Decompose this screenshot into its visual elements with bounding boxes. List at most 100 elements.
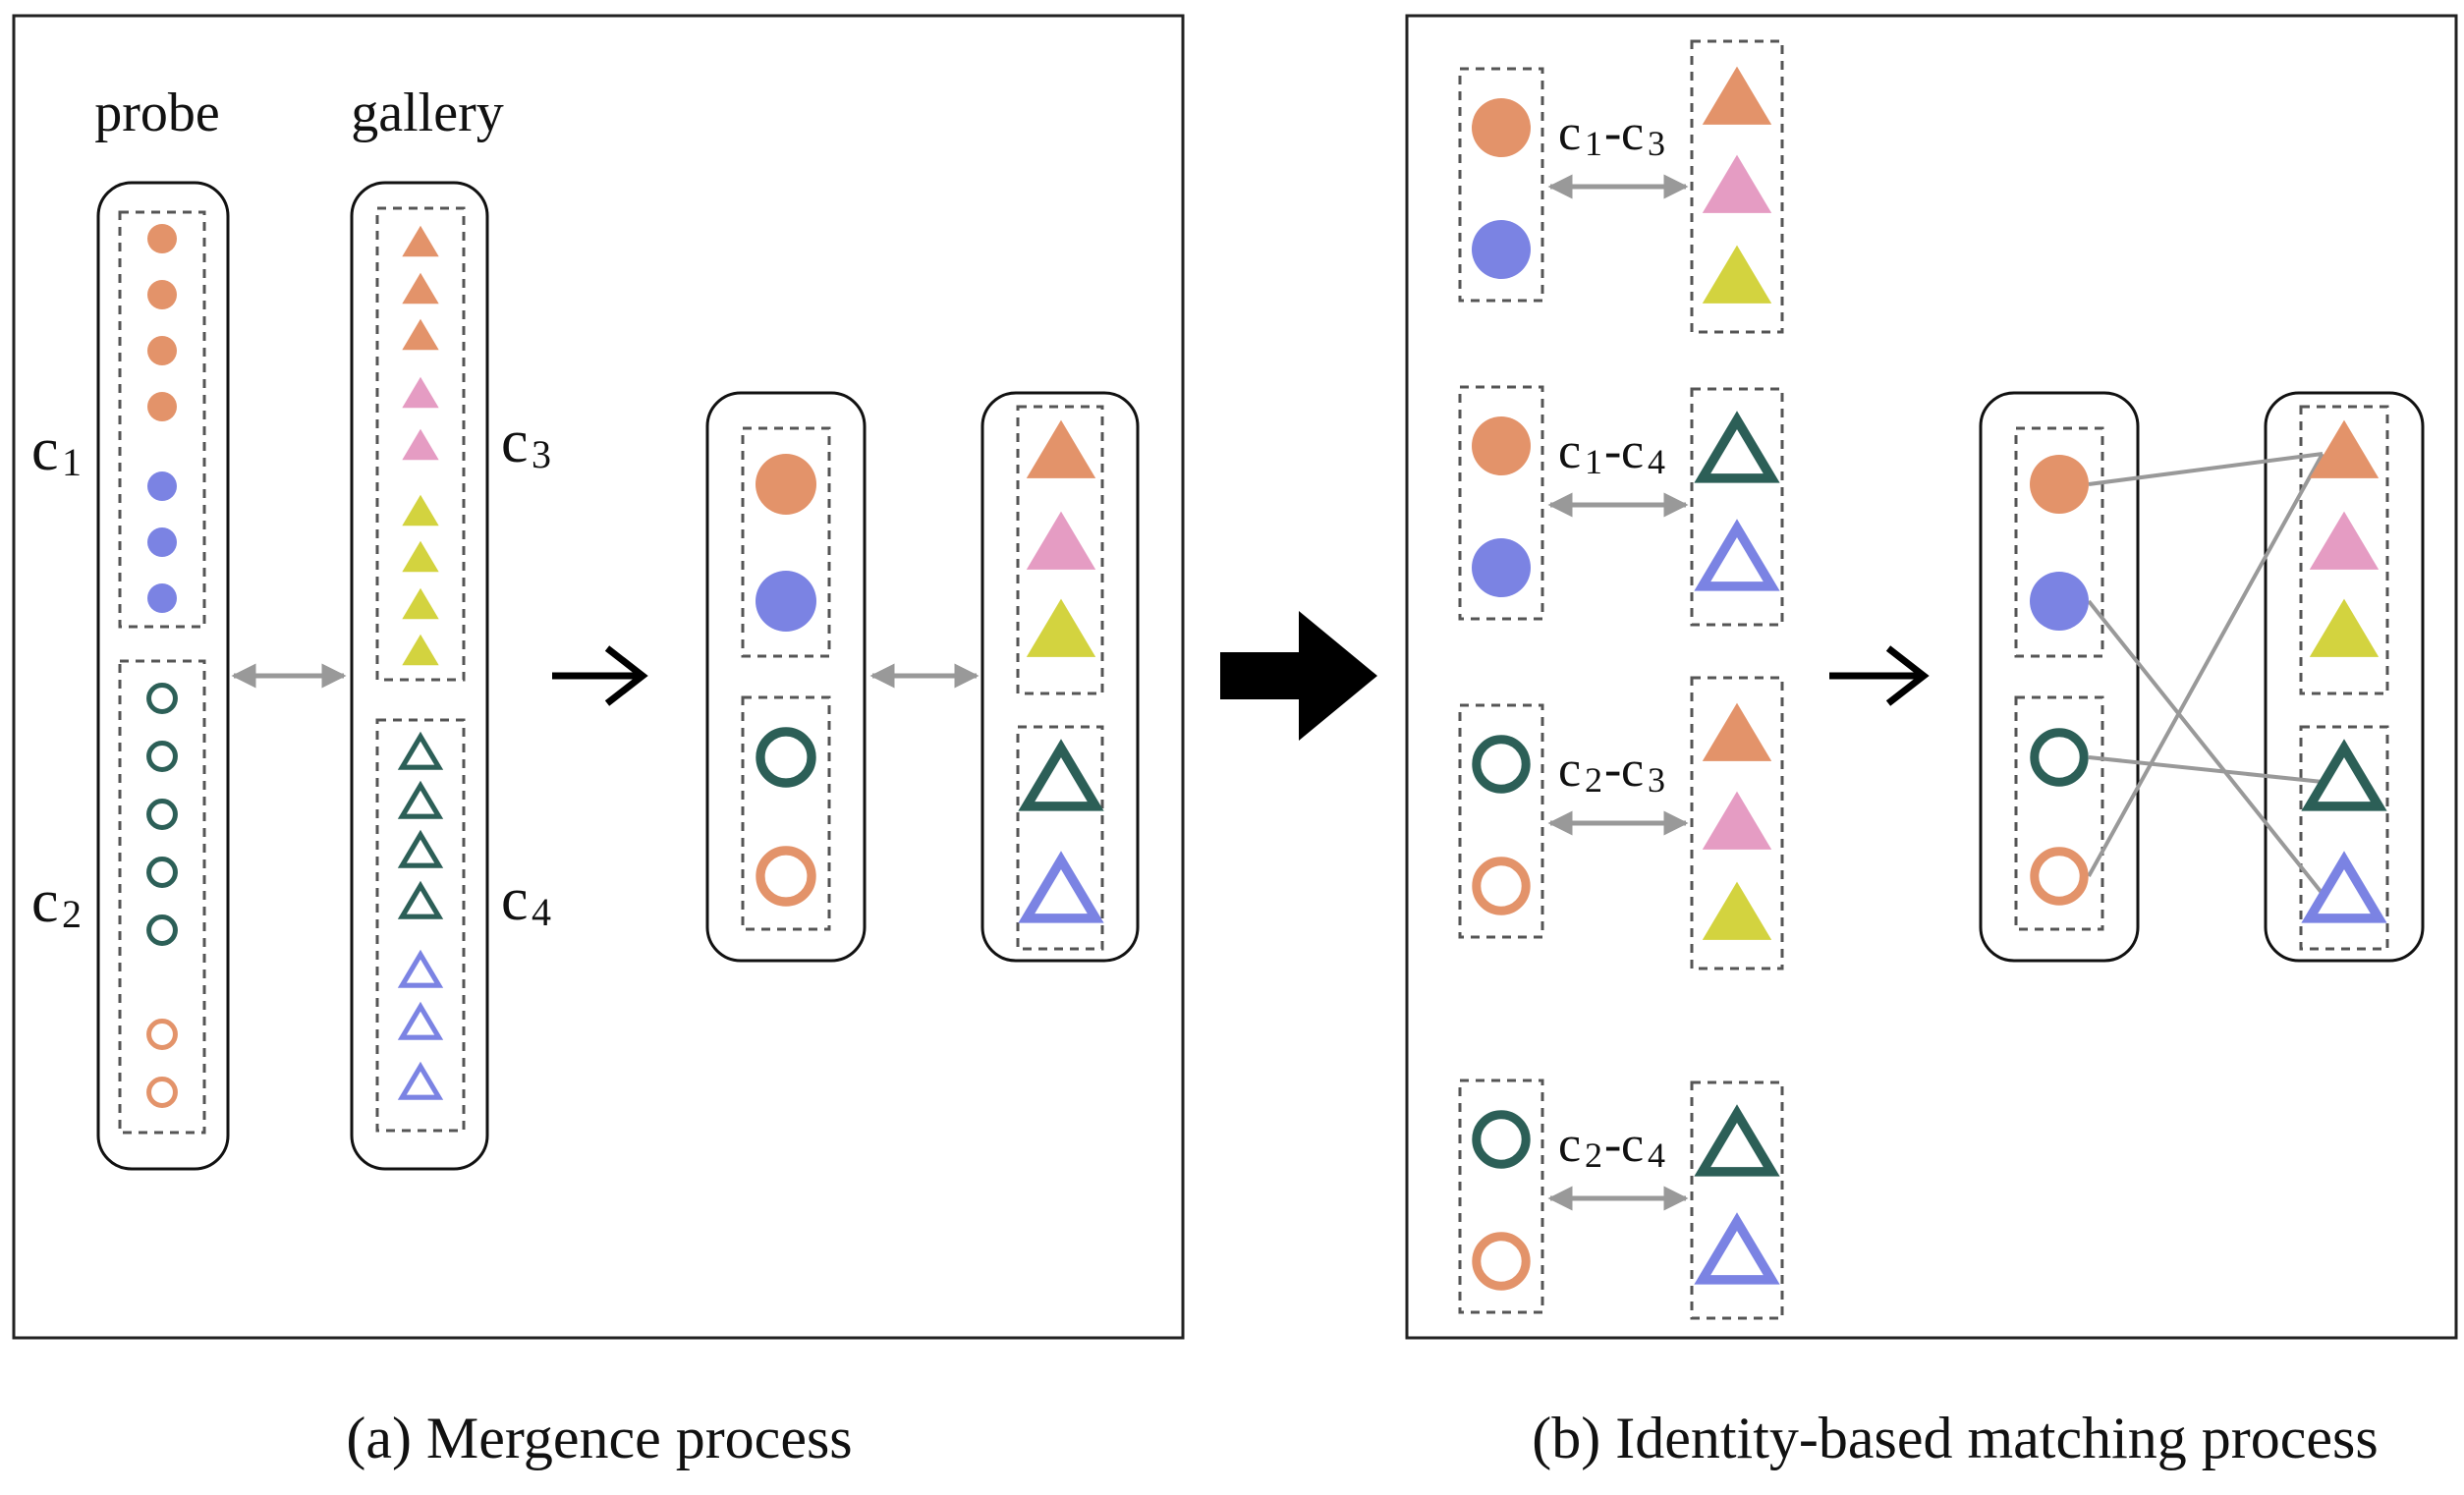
solid-blue-circle xyxy=(1472,220,1531,279)
solid-yellow-triangle xyxy=(1026,598,1096,657)
solid-yellow-triangle xyxy=(1702,245,1772,304)
camera-subscript: 1 xyxy=(62,440,82,484)
camera-label-c2: c 2 xyxy=(31,868,82,936)
result-probe-group-2 xyxy=(2014,695,2104,931)
solid-blue-circle xyxy=(147,471,177,501)
solid-yellow-triangle xyxy=(2309,598,2380,657)
camera-subscript: 3 xyxy=(532,432,551,476)
merged-gallery-shapes xyxy=(1018,419,1104,923)
solid-orange-triangle xyxy=(1702,702,1772,761)
solid-orange-circle xyxy=(147,280,177,309)
pair-gallery-group xyxy=(1690,387,1784,627)
pair-label-part: c xyxy=(1558,423,1581,479)
solid-pink-triangle xyxy=(2309,511,2380,570)
gallery-group-c4 xyxy=(375,718,466,1133)
hollow-orange-circle xyxy=(756,846,816,907)
solid-yellow-triangle xyxy=(1702,881,1772,940)
pair-label-part: - xyxy=(1604,1117,1621,1173)
gallery-label: gallery xyxy=(351,83,503,143)
pair-label-part: c xyxy=(1621,742,1644,798)
solid-orange-circle xyxy=(147,392,177,421)
hollow-blue-triangle xyxy=(1694,1212,1780,1285)
caption-b: (b) Identity-based matching process xyxy=(1532,1406,2378,1470)
pair-label-part: - xyxy=(1604,423,1621,479)
solid-pink-triangle xyxy=(1702,154,1772,213)
hollow-blue-triangle xyxy=(397,1061,444,1100)
solid-orange-triangle xyxy=(2309,419,2380,478)
solid-pink-triangle xyxy=(1702,791,1772,850)
gallery-shapes xyxy=(397,225,444,1100)
hollow-teal-triangle xyxy=(397,829,444,868)
solid-blue-circle xyxy=(1472,538,1531,597)
solid-blue-circle xyxy=(147,527,177,557)
pair-label-part: 4 xyxy=(1648,1135,1665,1175)
match-lines xyxy=(2087,452,2324,896)
pair-label-part: - xyxy=(1604,105,1621,161)
pair-gallery-group xyxy=(1690,1080,1784,1320)
pair-label-part: c xyxy=(1621,105,1644,161)
pair-gallery-group xyxy=(1690,676,1784,970)
pair-label-part: c xyxy=(1558,742,1581,798)
solid-yellow-triangle xyxy=(402,587,439,620)
result-gallery-shapes xyxy=(2301,419,2387,923)
pair-label-part: c xyxy=(1621,423,1644,479)
probe-label: probe xyxy=(94,83,220,143)
pair-gallery-group xyxy=(1690,39,1784,334)
solid-orange-circle xyxy=(147,224,177,253)
pair-label-part: 2 xyxy=(1585,760,1602,800)
panel-transition-arrow xyxy=(1220,611,1377,741)
hollow-blue-triangle xyxy=(1694,519,1780,591)
solid-orange-circle xyxy=(756,454,816,515)
pair-label-part: - xyxy=(1604,742,1621,798)
merged-probe-shapes xyxy=(756,454,816,907)
hollow-blue-triangle xyxy=(397,1001,444,1040)
result-probe-shapes xyxy=(2030,455,2089,906)
camera-letter: c xyxy=(31,868,59,935)
pair-label-part: 4 xyxy=(1648,442,1665,481)
solid-yellow-triangle xyxy=(402,540,439,573)
solid-orange-circle xyxy=(1472,98,1531,157)
hollow-blue-triangle xyxy=(2301,851,2387,923)
panel-a-frame xyxy=(12,14,1185,1340)
hollow-teal-triangle xyxy=(397,780,444,819)
solid-pink-triangle xyxy=(402,428,439,461)
probe-group-c1 xyxy=(118,210,206,629)
result-probe-column xyxy=(1979,391,2140,963)
hollow-teal-circle xyxy=(756,727,816,788)
hollow-orange-circle xyxy=(1472,1232,1531,1291)
solid-orange-triangle xyxy=(402,225,439,257)
hollow-teal-circle xyxy=(146,741,178,772)
match-line xyxy=(2087,453,2324,877)
pair-label-part: 1 xyxy=(1585,124,1602,163)
solid-orange-circle xyxy=(1472,416,1531,475)
panel-b-frame xyxy=(1405,14,2458,1340)
merged-gallery-group-2 xyxy=(1016,725,1104,951)
camera-label-c1: c 1 xyxy=(31,416,82,484)
solid-orange-triangle xyxy=(1026,419,1096,478)
hollow-teal-circle xyxy=(1472,735,1531,794)
hollow-teal-circle xyxy=(146,799,178,830)
hollow-teal-circle xyxy=(146,914,178,946)
pair-label-part: 3 xyxy=(1648,124,1665,163)
merged-probe-column xyxy=(705,391,867,963)
result-gallery-group-2 xyxy=(2299,725,2389,951)
pair-label-part: 3 xyxy=(1648,760,1665,800)
hollow-teal-triangle xyxy=(1694,411,1780,483)
hollow-teal-circle xyxy=(146,683,178,714)
hollow-orange-circle xyxy=(146,1019,178,1050)
camera-label-c3: c 3 xyxy=(501,409,551,476)
probe-group-c2 xyxy=(118,659,206,1135)
probe-shapes xyxy=(146,224,178,1108)
hollow-teal-triangle xyxy=(2301,739,2387,811)
gallery-group-c3 xyxy=(375,206,466,682)
camera-letter: c xyxy=(501,409,529,475)
hollow-teal-triangle xyxy=(397,731,444,770)
hollow-teal-triangle xyxy=(397,880,444,919)
